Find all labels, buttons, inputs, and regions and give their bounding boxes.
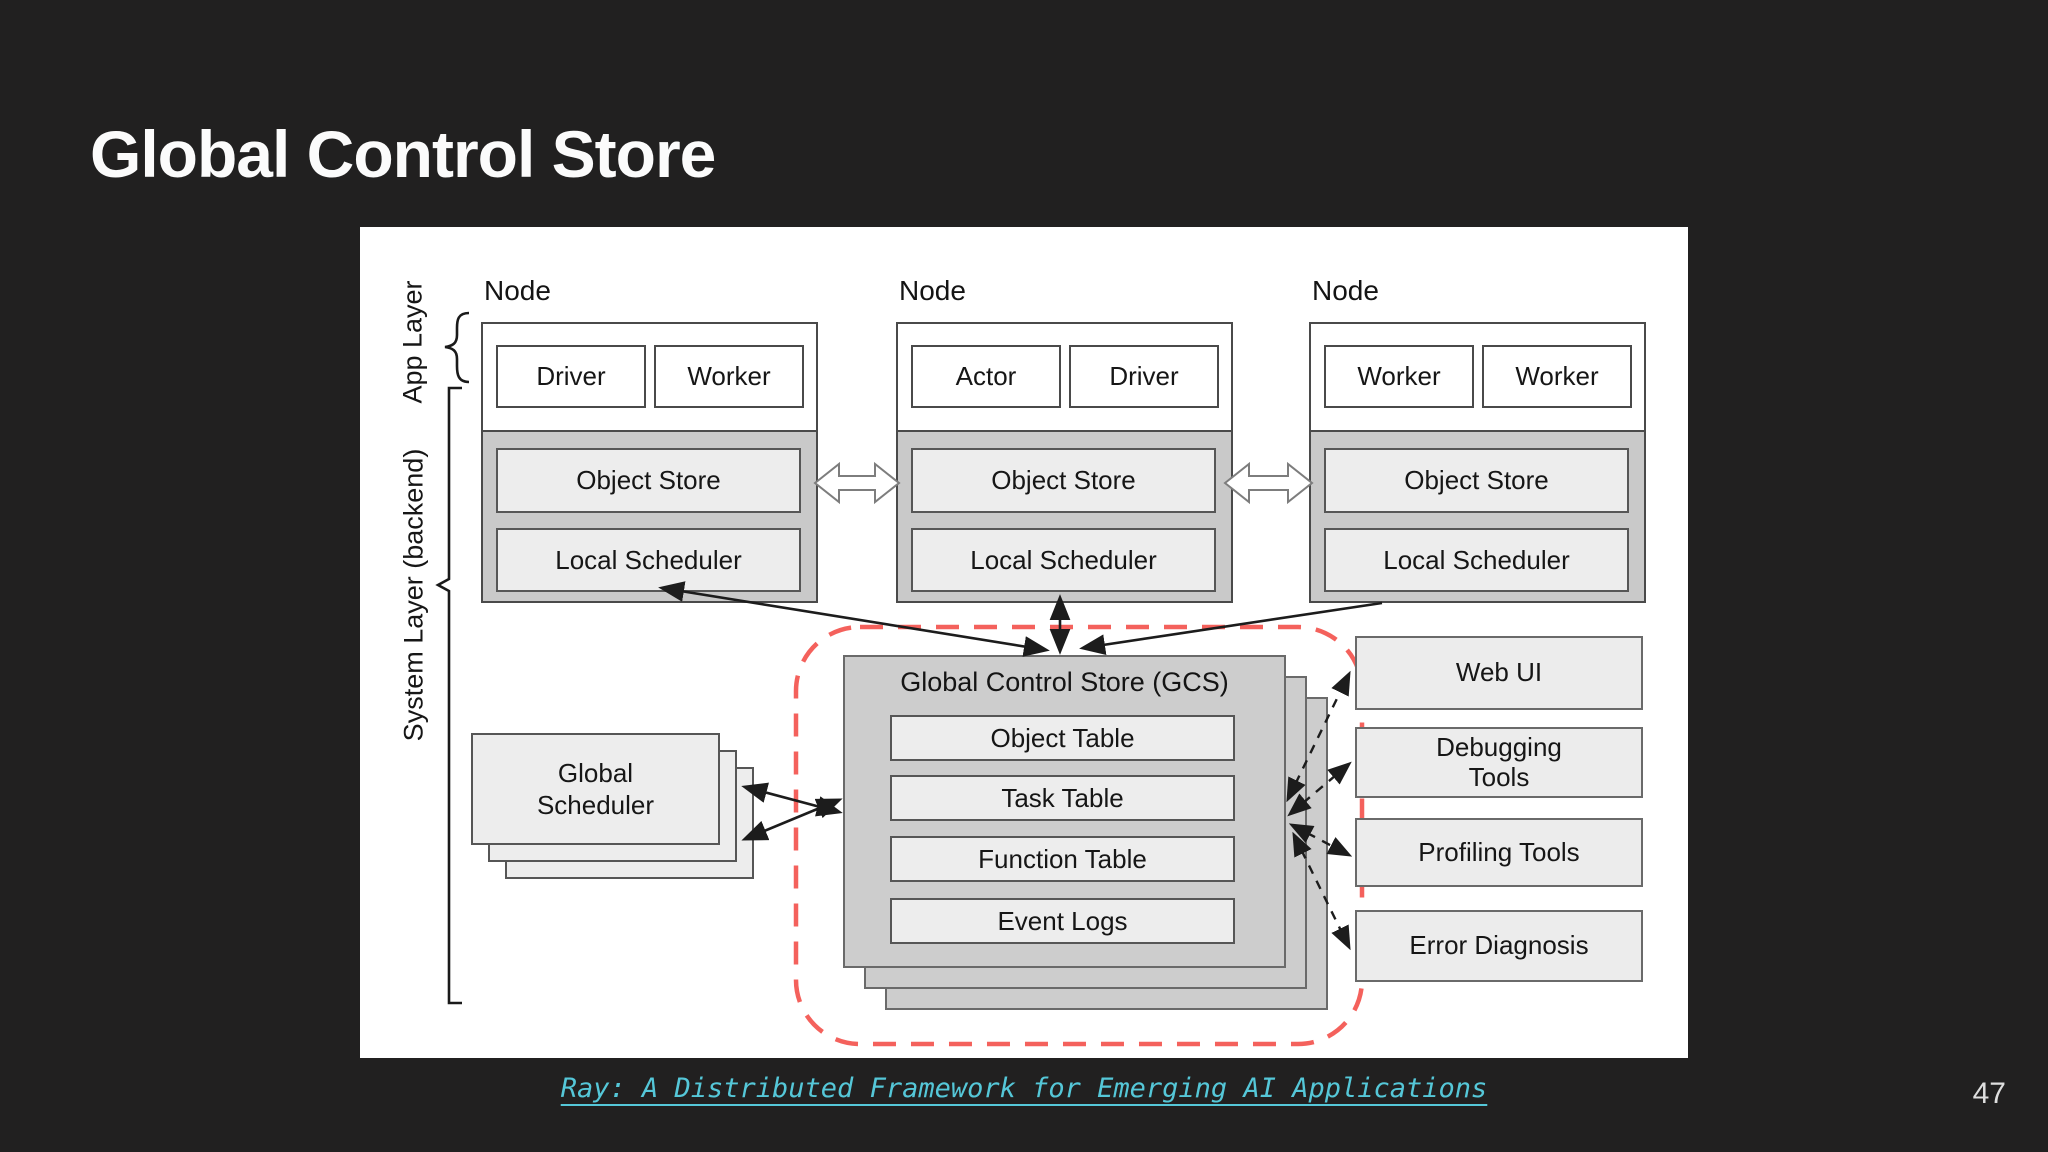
gcs-function-table: Function Table [890,836,1235,882]
page-title: Global Control Store [90,117,716,191]
gcs-event-logs: Event Logs [890,898,1235,944]
node-2-driver-box: Driver [1069,345,1219,408]
node-3-object-store-box: Object Store [1324,448,1629,513]
node-3: Node Worker Worker Object Store Local Sc… [1309,275,1646,605]
node-1-driver-box: Driver [496,345,646,408]
node-1-title: Node [484,275,551,306]
node-2-local-scheduler-box: Local Scheduler [911,528,1216,592]
arrow-scheduler-gcs-2 [741,798,843,841]
gcs-object-table: Object Table [890,715,1235,761]
node-3-local-scheduler-box: Local Scheduler [1324,528,1629,592]
node-2-actor-box: Actor [911,345,1061,408]
hollow-arrow-objectstore-1-2 [813,461,901,505]
error-diagnosis-box: Error Diagnosis [1355,910,1643,982]
architecture-diagram: App Layer System Layer (backend) Node Dr… [360,227,1688,1058]
node-2-title: Node [899,275,966,306]
node-3-box: Worker Worker Object Store Local Schedul… [1309,322,1646,603]
arrow-gcs-to-node3 [1079,601,1383,655]
node-2-box: Actor Driver Object Store Local Schedule… [896,322,1233,603]
node-1-box: Driver Worker Object Store Local Schedul… [481,322,818,603]
system-layer-bracket [435,386,462,1005]
node-3-worker-box-1: Worker [1324,345,1474,408]
app-layer-brace [444,311,470,384]
gcs-task-table: Task Table [890,775,1235,821]
global-scheduler-box: Global Scheduler [471,733,720,845]
arrow-scheduler-gcs-1 [741,782,843,817]
debugging-tools-label: Debugging Tools [1436,731,1562,792]
page-number: 47 [1972,1077,2006,1110]
node-1-worker-box: Worker [654,345,804,408]
gcs-box: Global Control Store (GCS) Object Table … [843,655,1286,968]
app-layer-label: App Layer [397,280,428,404]
global-scheduler-label: Global Scheduler [536,757,655,821]
node-2-object-store-box: Object Store [911,448,1216,513]
system-layer-label: System Layer (backend) [398,448,429,742]
debugging-tools-box: Debugging Tools [1355,727,1643,798]
node-3-worker-box-2: Worker [1482,345,1632,408]
citation-link[interactable]: Ray: A Distributed Framework for Emergin… [560,1073,1488,1104]
node-1-object-store-box: Object Store [496,448,801,513]
profiling-tools-box: Profiling Tools [1355,818,1643,887]
error-diagnosis-label: Error Diagnosis [1409,930,1589,961]
node-3-title: Node [1312,275,1379,306]
web-ui-box: Web UI [1355,636,1643,710]
node-1: Node Driver Worker Object Store Local Sc… [481,275,818,605]
footer: Ray: A Distributed Framework for Emergin… [0,1073,2048,1104]
hollow-arrow-objectstore-2-3 [1223,461,1314,505]
node-1-local-scheduler-box: Local Scheduler [496,528,801,592]
web-ui-label: Web UI [1455,657,1543,688]
profiling-tools-label: Profiling Tools [1418,836,1580,867]
node-2: Node Actor Driver Object Store Local Sch… [896,275,1233,605]
gcs-title: Global Control Store (GCS) [900,667,1229,697]
